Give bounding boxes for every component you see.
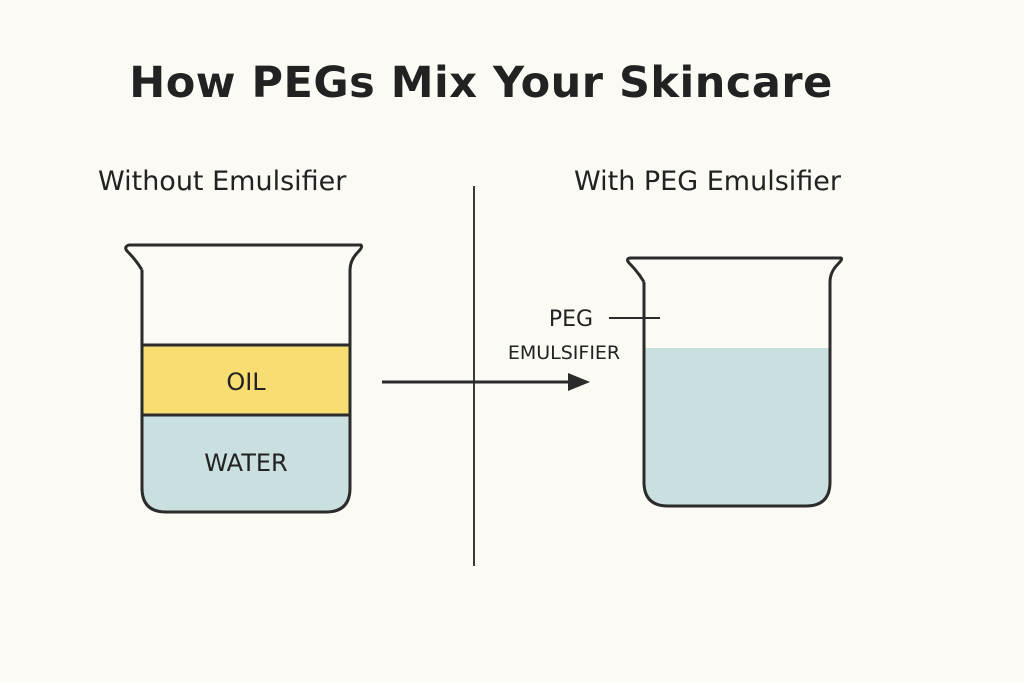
arrow-right: [382, 373, 590, 391]
water-layer: [142, 415, 350, 512]
water-label: WATER: [204, 449, 287, 477]
peg-callout-line2: EMULSIFIER: [508, 342, 620, 364]
beaker-separated: OIL WATER: [124, 243, 364, 514]
peg-callout-line1: PEG: [549, 307, 593, 332]
oil-label: OIL: [226, 368, 266, 396]
beaker-emulsified: PEG EMULSIFIER: [508, 256, 844, 508]
mixed-layer: [644, 348, 830, 506]
beaker-outline-right: [626, 256, 844, 508]
panel-divider: [473, 186, 475, 566]
diagram-title: How PEGs Mix Your Skincare: [129, 58, 833, 108]
oil-layer: [142, 345, 350, 415]
heading-with-peg-emulsifier: With PEG Emulsifier: [574, 166, 841, 197]
heading-without-emulsifier: Without Emulsifier: [98, 166, 347, 197]
beaker-outline-left: [124, 243, 364, 514]
